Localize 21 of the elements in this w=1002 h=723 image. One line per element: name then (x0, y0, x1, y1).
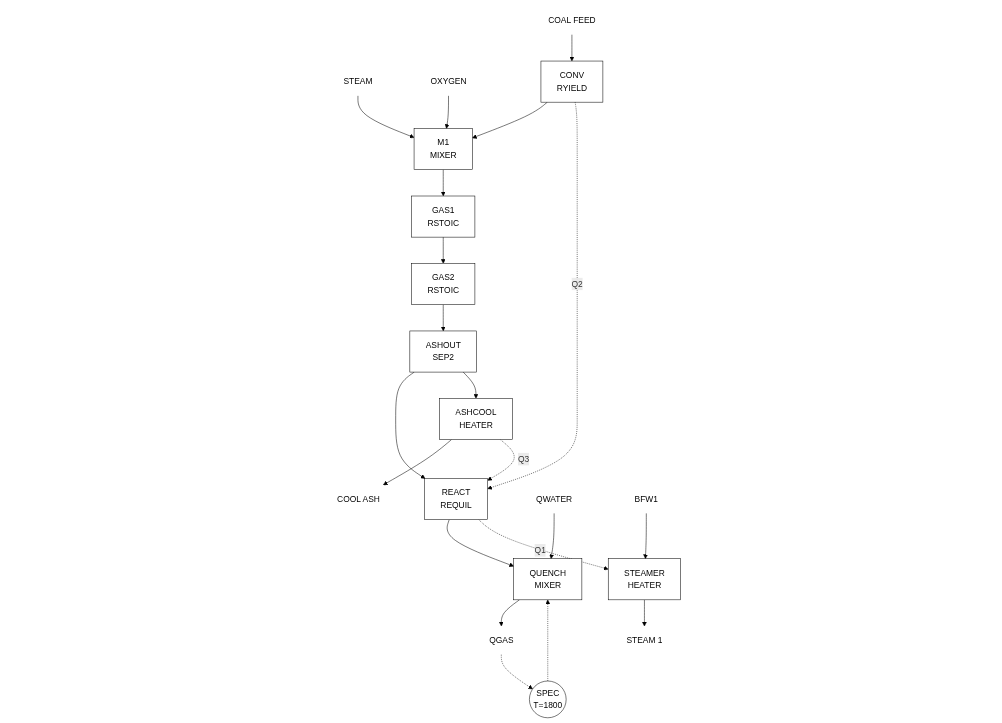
node-text: STEAM 1 (626, 635, 663, 645)
node-box: GAS1 RSTOIC (411, 195, 476, 237)
node-text: QWATER (536, 493, 573, 503)
node-box: ASHOUT SEP2 (409, 330, 477, 372)
node-box: CONV RYIELD (540, 60, 604, 102)
edge-label: Q1 (534, 545, 546, 555)
node-box: STEAMER HEATER (608, 557, 681, 600)
edge-label: Q2 (571, 278, 583, 288)
node-text: COAL FEED (548, 15, 596, 25)
node-box: REACT REQUIL (424, 477, 488, 520)
node-box: QUENCH MIXER (513, 557, 583, 600)
node-box: ASHCOOL HEATER (439, 397, 513, 440)
edge-label: Q3 (517, 453, 530, 463)
node-text: BFW1 (634, 493, 659, 503)
node-box: GAS2 RSTOIC (411, 262, 476, 305)
node-circle: SPEC T=1800 (529, 680, 567, 718)
node-text: OXYGEN (430, 76, 467, 86)
node-box: M1 MIXER (413, 127, 473, 170)
node-text: COOL ASH (337, 493, 380, 503)
node-text: QGAS (489, 635, 514, 645)
node-text: STEAM (343, 76, 373, 86)
